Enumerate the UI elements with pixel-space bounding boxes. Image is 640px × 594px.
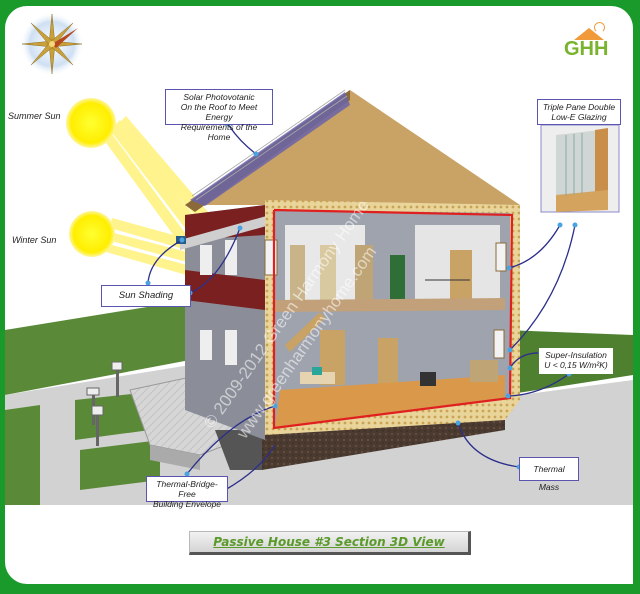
compass-rose-icon [20, 12, 84, 76]
ghh-logo: GHH [560, 20, 612, 72]
summer-sun-icon [66, 98, 116, 148]
thermal-mass-label: Thermal Mass [519, 457, 579, 492]
logo-sun-icon [594, 22, 605, 33]
diagram-canvas: © 2009-2012 Green Harmony Home www.green… [5, 6, 633, 584]
sun-shading-label: Sun Shading [101, 285, 191, 307]
logo-roof-icon [574, 28, 604, 40]
solar-photovoltaic-label: Solar Photovotanic On the Roof to Meet E… [165, 89, 273, 142]
super-insulation-label: Super-Insulation U < 0,15 W/m²K) [539, 348, 613, 374]
bookshelf [390, 255, 405, 303]
winter-sun-label: Winter Sun [12, 235, 57, 245]
summer-sun-label: Summer Sun [8, 111, 61, 121]
triple-pane-glazing-label: Triple Pane Double Low-E Glazing [537, 99, 621, 125]
callout-lines [147, 123, 576, 491]
logo-letters: GHH [564, 38, 609, 60]
lawn [5, 300, 190, 395]
thermal-bridge-free-label: Thermal-Bridge-Free Building Envelope [146, 476, 228, 509]
section-view-link[interactable]: Passive House #3 Section 3D View [213, 535, 445, 549]
airtight-envelope-line [272, 208, 514, 430]
passive-house-illustration [5, 12, 633, 505]
section-view-link-button[interactable]: Passive House #3 Section 3D View [189, 531, 471, 555]
winter-sun-icon [69, 211, 115, 257]
